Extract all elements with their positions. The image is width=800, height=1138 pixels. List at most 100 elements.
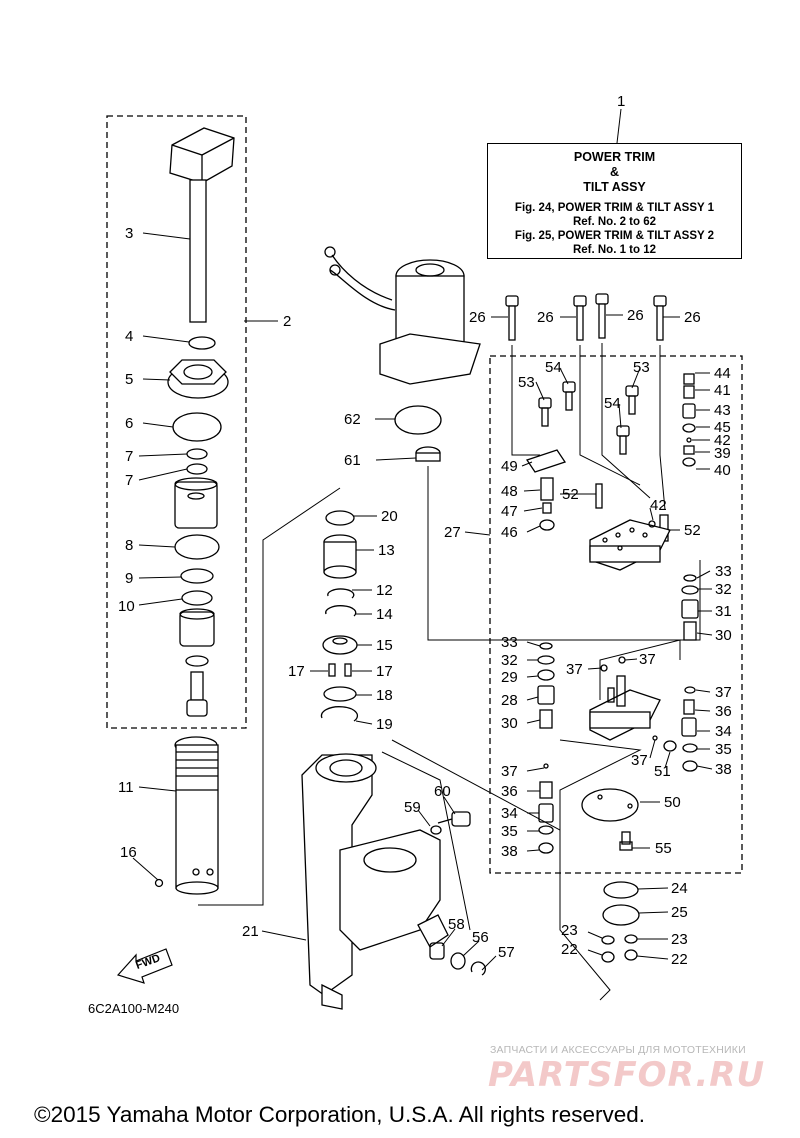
callout-28: 28	[501, 692, 518, 709]
callout-16: 16	[120, 844, 137, 861]
assembly-27-boundary	[489, 355, 743, 874]
callout-2: 2	[283, 313, 291, 330]
callout-26a: 26	[469, 309, 486, 326]
leader-lines	[132, 108, 713, 971]
callout-34b: 34	[501, 805, 518, 822]
callout-22a: 22	[561, 941, 578, 958]
callout-42b: 42	[650, 497, 667, 514]
callout-11: 11	[118, 779, 134, 796]
callout-1: 1	[617, 93, 625, 110]
callout-7a: 7	[125, 448, 133, 465]
title-line-2: &	[609, 165, 620, 179]
callout-58: 58	[448, 916, 465, 933]
callout-34a: 34	[715, 723, 732, 740]
callout-37e: 37	[501, 763, 518, 780]
watermark-logo: PARTSFOR.RU	[488, 1055, 766, 1095]
assembly-2-boundary	[106, 115, 247, 729]
callout-23a: 23	[561, 922, 578, 939]
screw-valve	[186, 671, 208, 717]
callout-6: 6	[125, 415, 133, 432]
callout-3: 3	[125, 225, 133, 242]
callout-57: 57	[498, 944, 515, 961]
callout-23b: 23	[671, 931, 688, 948]
title-line-3: TILT ASSY	[583, 180, 646, 194]
callout-60: 60	[434, 783, 451, 800]
callout-31: 31	[715, 603, 732, 620]
trim-motor	[324, 246, 481, 385]
bolt-26-b	[573, 295, 587, 341]
title-box: POWER TRIM & TILT ASSY Fig. 24, POWER TR…	[487, 143, 742, 259]
callout-15: 15	[376, 637, 393, 654]
callout-56: 56	[472, 929, 489, 946]
callout-20: 20	[381, 508, 398, 525]
title-line-4: Fig. 24, POWER TRIM & TILT ASSY 1	[514, 202, 715, 214]
bolt-26-d	[653, 295, 667, 341]
callout-45: 45	[714, 419, 731, 436]
fwd-arrow	[116, 948, 173, 984]
part-21-body	[301, 753, 449, 1010]
callout-21: 21	[242, 923, 259, 940]
callout-30b: 30	[501, 715, 518, 732]
callout-32a: 32	[715, 581, 732, 598]
callout-38a: 38	[715, 761, 732, 778]
callout-36a: 36	[715, 703, 732, 720]
part-13-piston	[323, 534, 357, 579]
part-3-rod	[169, 127, 235, 323]
part-5-nut	[167, 359, 229, 399]
callout-62: 62	[344, 411, 361, 428]
callout-44: 44	[714, 365, 731, 382]
callout-37b: 37	[639, 651, 656, 668]
callout-10: 10	[118, 598, 135, 615]
callout-18: 18	[376, 687, 393, 704]
figure-code: 6C2A100-M240	[88, 1001, 180, 1016]
copyright-notice: ©2015 Yamaha Motor Corporation, U.S.A. A…	[34, 1102, 646, 1127]
bolt-26-c	[595, 293, 609, 339]
callout-25: 25	[671, 904, 688, 921]
callout-61: 61	[344, 452, 361, 469]
callout-54a: 54	[545, 359, 562, 376]
callout-33b: 33	[501, 634, 518, 651]
callout-12: 12	[376, 582, 393, 599]
callout-26b: 26	[537, 309, 554, 326]
callout-22b: 22	[671, 951, 688, 968]
callout-24: 24	[671, 880, 688, 897]
callout-17b: 17	[376, 663, 393, 680]
callout-42a: 42	[714, 432, 731, 449]
callout-48: 48	[501, 483, 518, 500]
bolt-26-a	[505, 295, 519, 341]
callout-47: 47	[501, 503, 518, 520]
callout-41: 41	[714, 382, 731, 399]
callout-9: 9	[125, 570, 133, 587]
callout-37a: 37	[566, 661, 583, 678]
callout-46: 46	[501, 524, 518, 541]
callout-52a: 52	[562, 486, 579, 503]
callout-51: 51	[654, 763, 671, 780]
callout-4: 4	[125, 328, 133, 345]
callout-7b: 7	[125, 472, 133, 489]
callout-39: 39	[714, 445, 731, 462]
pump-body-27	[589, 519, 671, 571]
title-line-6: Fig. 25, POWER TRIM & TILT ASSY 2	[514, 230, 715, 242]
callout-14: 14	[376, 606, 393, 623]
callout-53b: 53	[633, 359, 650, 376]
callout-5: 5	[125, 371, 133, 388]
callout-49: 49	[501, 458, 518, 475]
callout-43: 43	[714, 402, 731, 419]
callout-17a: 17	[288, 663, 305, 680]
callout-54b: 54	[604, 395, 621, 412]
callout-38b: 38	[501, 843, 518, 860]
callout-29: 29	[501, 669, 518, 686]
callout-40: 40	[714, 462, 731, 479]
callout-numbers: 1 2 3 4 5 6 7 7 8 9 10 11 16 20 13 12 14…	[118, 93, 732, 968]
callout-55: 55	[655, 840, 672, 857]
callout-35b: 35	[501, 823, 518, 840]
callout-26d: 26	[684, 309, 701, 326]
part-11-cylinder	[174, 736, 219, 895]
callout-35a: 35	[715, 741, 732, 758]
callout-37d: 37	[631, 752, 648, 769]
callout-59: 59	[404, 799, 421, 816]
callout-52b: 52	[684, 522, 701, 539]
callout-50: 50	[664, 794, 681, 811]
